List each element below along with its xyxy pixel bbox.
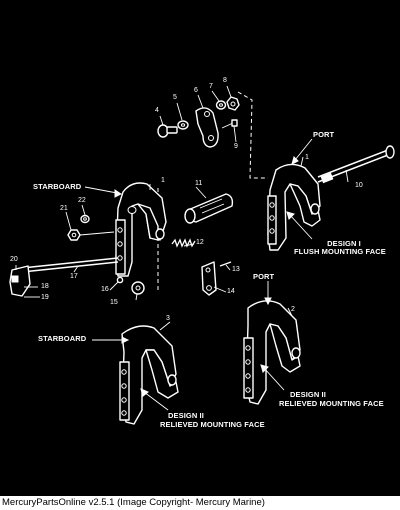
label-design2-right-b: RELIEVED MOUNTING FACE (279, 399, 384, 408)
label-design2-right-a: DESIGN II (290, 390, 326, 399)
part-21-nut (67, 229, 81, 241)
starboard-clamp-design2 (119, 325, 179, 425)
leader-lines (15, 85, 349, 331)
part-4-knob (157, 124, 178, 138)
part-number-2: 2 (291, 306, 295, 313)
part-20-handle (9, 265, 31, 297)
part-14-lever (201, 261, 217, 296)
label-design1-b: FLUSH MOUNTING FACE (294, 247, 386, 256)
part-11-cylinder (184, 193, 234, 224)
label-port-top: PORT (313, 130, 335, 139)
copyright-footer: MercuryPartsOnline v2.5.1 (Image Copyrig… (0, 496, 400, 510)
part-22-washer (80, 214, 90, 224)
port-clamp-design2 (243, 300, 301, 405)
label-port-bottom: PORT (253, 272, 275, 281)
part-13-pin (219, 261, 232, 267)
starboard-clamp-design1 (115, 182, 167, 277)
part-number-1-starboard: 1 (161, 177, 165, 184)
label-starboard-bottom: STARBOARD (38, 334, 87, 343)
part-22-leader (79, 231, 115, 236)
part-number-18: 18 (41, 283, 49, 290)
part-number-16: 16 (101, 286, 109, 293)
part-number-21: 21 (60, 205, 68, 212)
part-number-19: 19 (41, 294, 49, 301)
parts-diagram (9, 85, 395, 425)
part-number-13: 13 (232, 266, 240, 273)
assembly-dashed-line (237, 91, 268, 179)
part-8-nut (226, 96, 240, 111)
part-number-9: 9 (234, 143, 238, 150)
part-number-14: 14 (227, 288, 235, 295)
port-clamp-design1 (267, 163, 321, 251)
part-5-washer (177, 120, 189, 130)
part-number-22: 22 (78, 197, 86, 204)
part-number-15: 15 (110, 299, 118, 306)
part-16-nut (116, 276, 124, 284)
part-number-10: 10 (355, 182, 363, 189)
part-6-lever (195, 107, 219, 148)
part-number-3: 3 (166, 315, 170, 322)
part-9-screw (221, 119, 238, 129)
label-starboard-top: STARBOARD (33, 182, 82, 191)
part-number-12: 12 (196, 239, 204, 246)
part-12-spring (171, 238, 196, 248)
part-15-gear (131, 281, 145, 295)
part-number-8: 8 (223, 77, 227, 84)
part-number-17: 17 (70, 273, 78, 280)
arrows (84, 138, 313, 411)
part-number-7: 7 (209, 83, 213, 90)
label-design2-left-b: RELIEVED MOUNTING FACE (160, 420, 265, 429)
part-number-1-port: 1 (305, 154, 309, 161)
part-number-6: 6 (194, 87, 198, 94)
part-7-washer (215, 100, 227, 110)
label-design2-left-a: DESIGN II (168, 411, 204, 420)
part-number-5: 5 (173, 94, 177, 101)
label-design1-a: DESIGN I (327, 239, 361, 248)
part-number-20: 20 (10, 256, 18, 263)
part-10-bolt (317, 145, 395, 184)
part-number-4: 4 (155, 107, 159, 114)
part-number-11: 11 (195, 180, 203, 187)
part-17-rod (21, 257, 119, 273)
